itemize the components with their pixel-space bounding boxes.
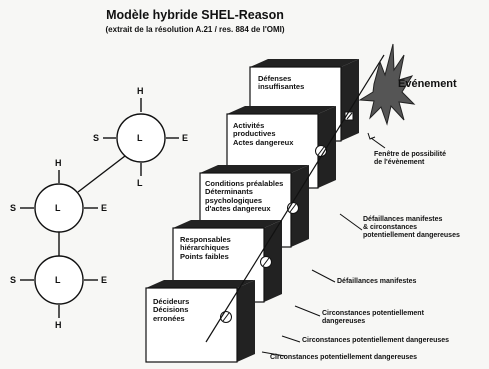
- diagram-subtitle: (extrait de la résolution A.21 / res. 88…: [105, 25, 285, 34]
- shel-bot-center: L: [55, 275, 61, 285]
- shel-top-s: S: [93, 133, 100, 143]
- diagram-title: Modèle hybride SHEL-Reason: [106, 8, 284, 22]
- shel-mid-h: H: [55, 158, 62, 168]
- shel-bottom: [20, 255, 98, 318]
- reason-slice-5: [145, 280, 255, 363]
- shel-top-h: H: [137, 86, 144, 96]
- shel-top: [103, 98, 179, 176]
- annotation-window: Fenêtre de possibilité de l'évènement: [374, 151, 446, 166]
- annotation-manifest-circ: Défaillances manifestes & circonstances …: [363, 216, 460, 239]
- slice-3-label: Conditions préalables Déterminants psych…: [205, 179, 284, 214]
- shel-middle: [20, 170, 98, 256]
- slice-5-label: Décideurs Décisions erronées: [153, 297, 190, 323]
- shel-top-center: L: [137, 133, 143, 143]
- shel-bot-e: E: [101, 275, 108, 285]
- annotation-circ-1: Circonstances potentiellement dangereuse…: [322, 310, 424, 325]
- shel-link: [77, 155, 126, 193]
- slice-4-label: Responsables hiérarchiques Points faible…: [180, 235, 231, 261]
- event-label: Evénement: [398, 78, 457, 90]
- annotation-circ-2: Circonstances potentiellement dangereuse…: [302, 337, 450, 344]
- trajectory-arrow: [205, 54, 385, 343]
- shel-mid-s: S: [10, 203, 17, 213]
- shel-top-e: E: [182, 133, 189, 143]
- shel-top-l: L: [137, 178, 143, 188]
- slice-2-label: Activités productives Actes dangereux: [233, 121, 294, 147]
- shel-mid-e: E: [101, 203, 108, 213]
- event-starburst: [358, 43, 416, 126]
- shel-bot-s: S: [10, 275, 17, 285]
- slice-1-label: Défenses insuffisantes: [258, 74, 305, 92]
- annotation-manifest: Défaillances manifestes: [337, 278, 417, 285]
- annotation-circ-3: Circonstances potentiellement dangereuse…: [270, 354, 418, 361]
- shel-mid-center: L: [55, 203, 61, 213]
- shel-bot-h: H: [55, 320, 62, 330]
- annotation-arrows: [261, 132, 386, 357]
